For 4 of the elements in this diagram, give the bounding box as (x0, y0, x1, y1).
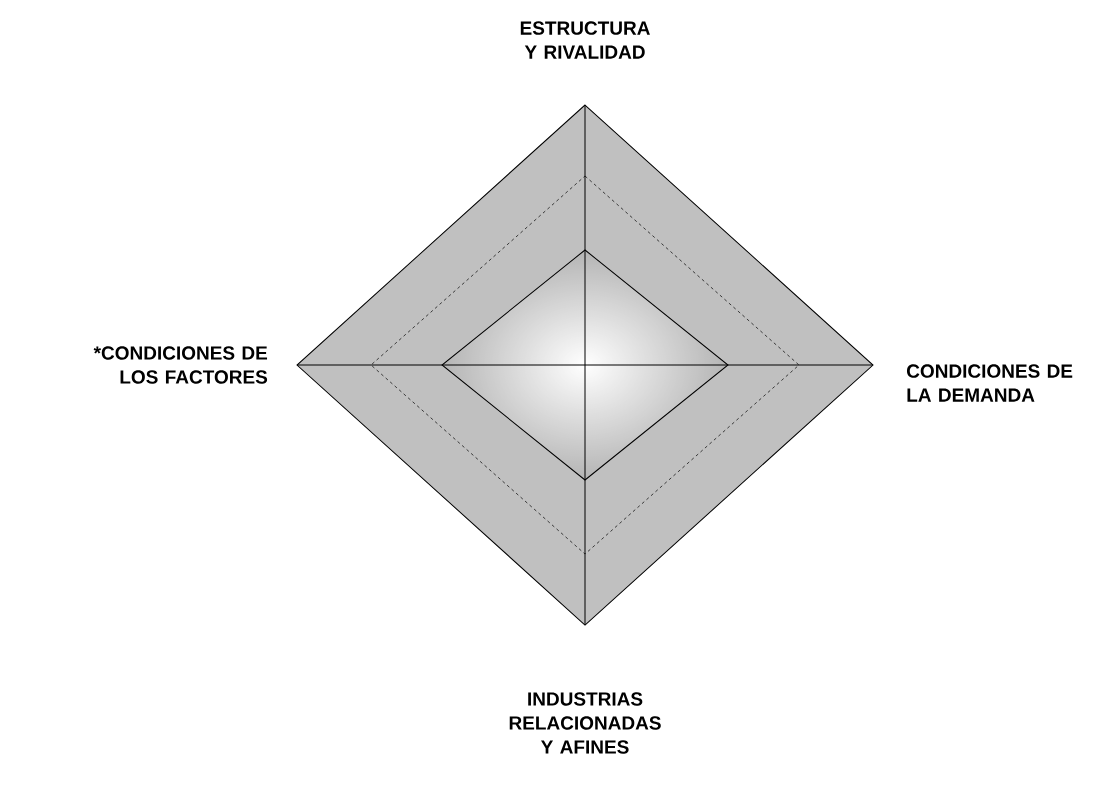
corner-label: CONDICIONES DE LA DEMANDA (907, 364, 1073, 402)
corner-label: *CONDICIONES DE LOS FACTORES (93, 346, 268, 384)
corner-label: INDUSTRIAS RELACIONADAS Y AFINES (509, 692, 661, 754)
corner-label: ESTRUCTURA Y RIVALIDAD (520, 21, 650, 59)
